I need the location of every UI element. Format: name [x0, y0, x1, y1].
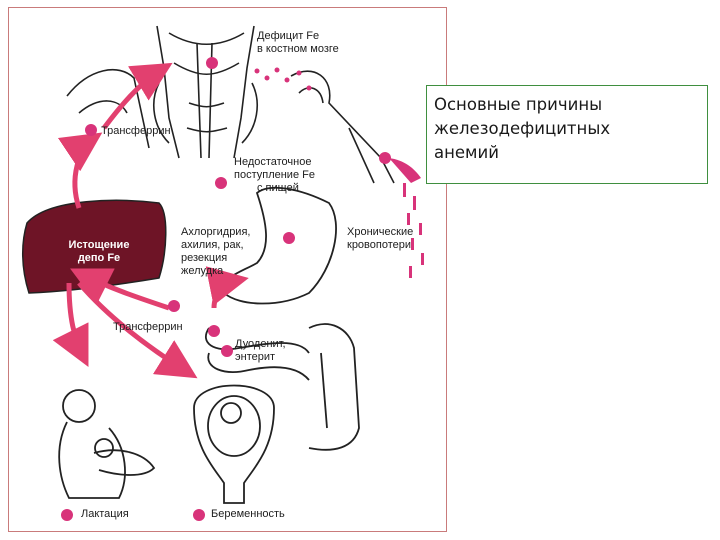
intestine-drawing: [205, 323, 360, 451]
uterus-drawing: [193, 384, 275, 504]
pregnancy-label: Беременность: [211, 508, 285, 520]
liver-drawing: [21, 199, 167, 294]
caption-line-3: анемий: [434, 143, 499, 162]
anemia-causes-figure: Дефицит Fe в костном мозге Трансферрин Н…: [8, 7, 447, 532]
mother-child-drawing: [58, 389, 156, 499]
chronic-blood-loss-label-1: Хронические: [347, 226, 414, 238]
depot-exhaustion-label-2: депо Fe: [77, 252, 121, 264]
duodenitis-label-2: энтерит: [235, 351, 276, 363]
caption-line-2: железодефицитных: [434, 119, 611, 138]
caption-line-1: Основные причины: [434, 95, 603, 114]
duodenitis-label-1: Дуоденит,: [235, 338, 286, 350]
insufficient-intake-label-1: Недостаточное: [234, 156, 312, 168]
illustration: [21, 25, 424, 521]
markers: [61, 57, 391, 521]
insufficient-intake-label-2: поступление Fe: [234, 169, 315, 181]
transferrin-bottom-label: Трансферрин: [113, 321, 183, 333]
ribcage-drawing: [153, 25, 258, 159]
blood-drops: [254, 67, 424, 278]
deficit-marrow-label-2: в костном мозге: [257, 43, 339, 55]
achlorhydria-label-3: резекция: [181, 252, 228, 264]
achlorhydria-label-2: ахилия, рак,: [181, 239, 244, 251]
deficit-marrow-label-1: Дефицит Fe: [257, 30, 320, 42]
transferrin-top-label: Трансферрин: [101, 125, 171, 137]
lactation-label: Лактация: [81, 508, 129, 520]
depot-exhaustion-label-1: Истощение: [68, 239, 130, 251]
caption-box: Основные причины железодефицитных анемий: [426, 85, 708, 184]
insufficient-intake-label-3: с пищей: [257, 182, 299, 194]
stomach-drawing: [222, 186, 337, 305]
flow-arrows: [52, 62, 249, 379]
achlorhydria-label-4: желудка: [181, 265, 224, 277]
chronic-blood-loss-label-2: кровопотери: [347, 239, 412, 251]
achlorhydria-label-1: Ахлоргидрия,: [181, 226, 251, 238]
